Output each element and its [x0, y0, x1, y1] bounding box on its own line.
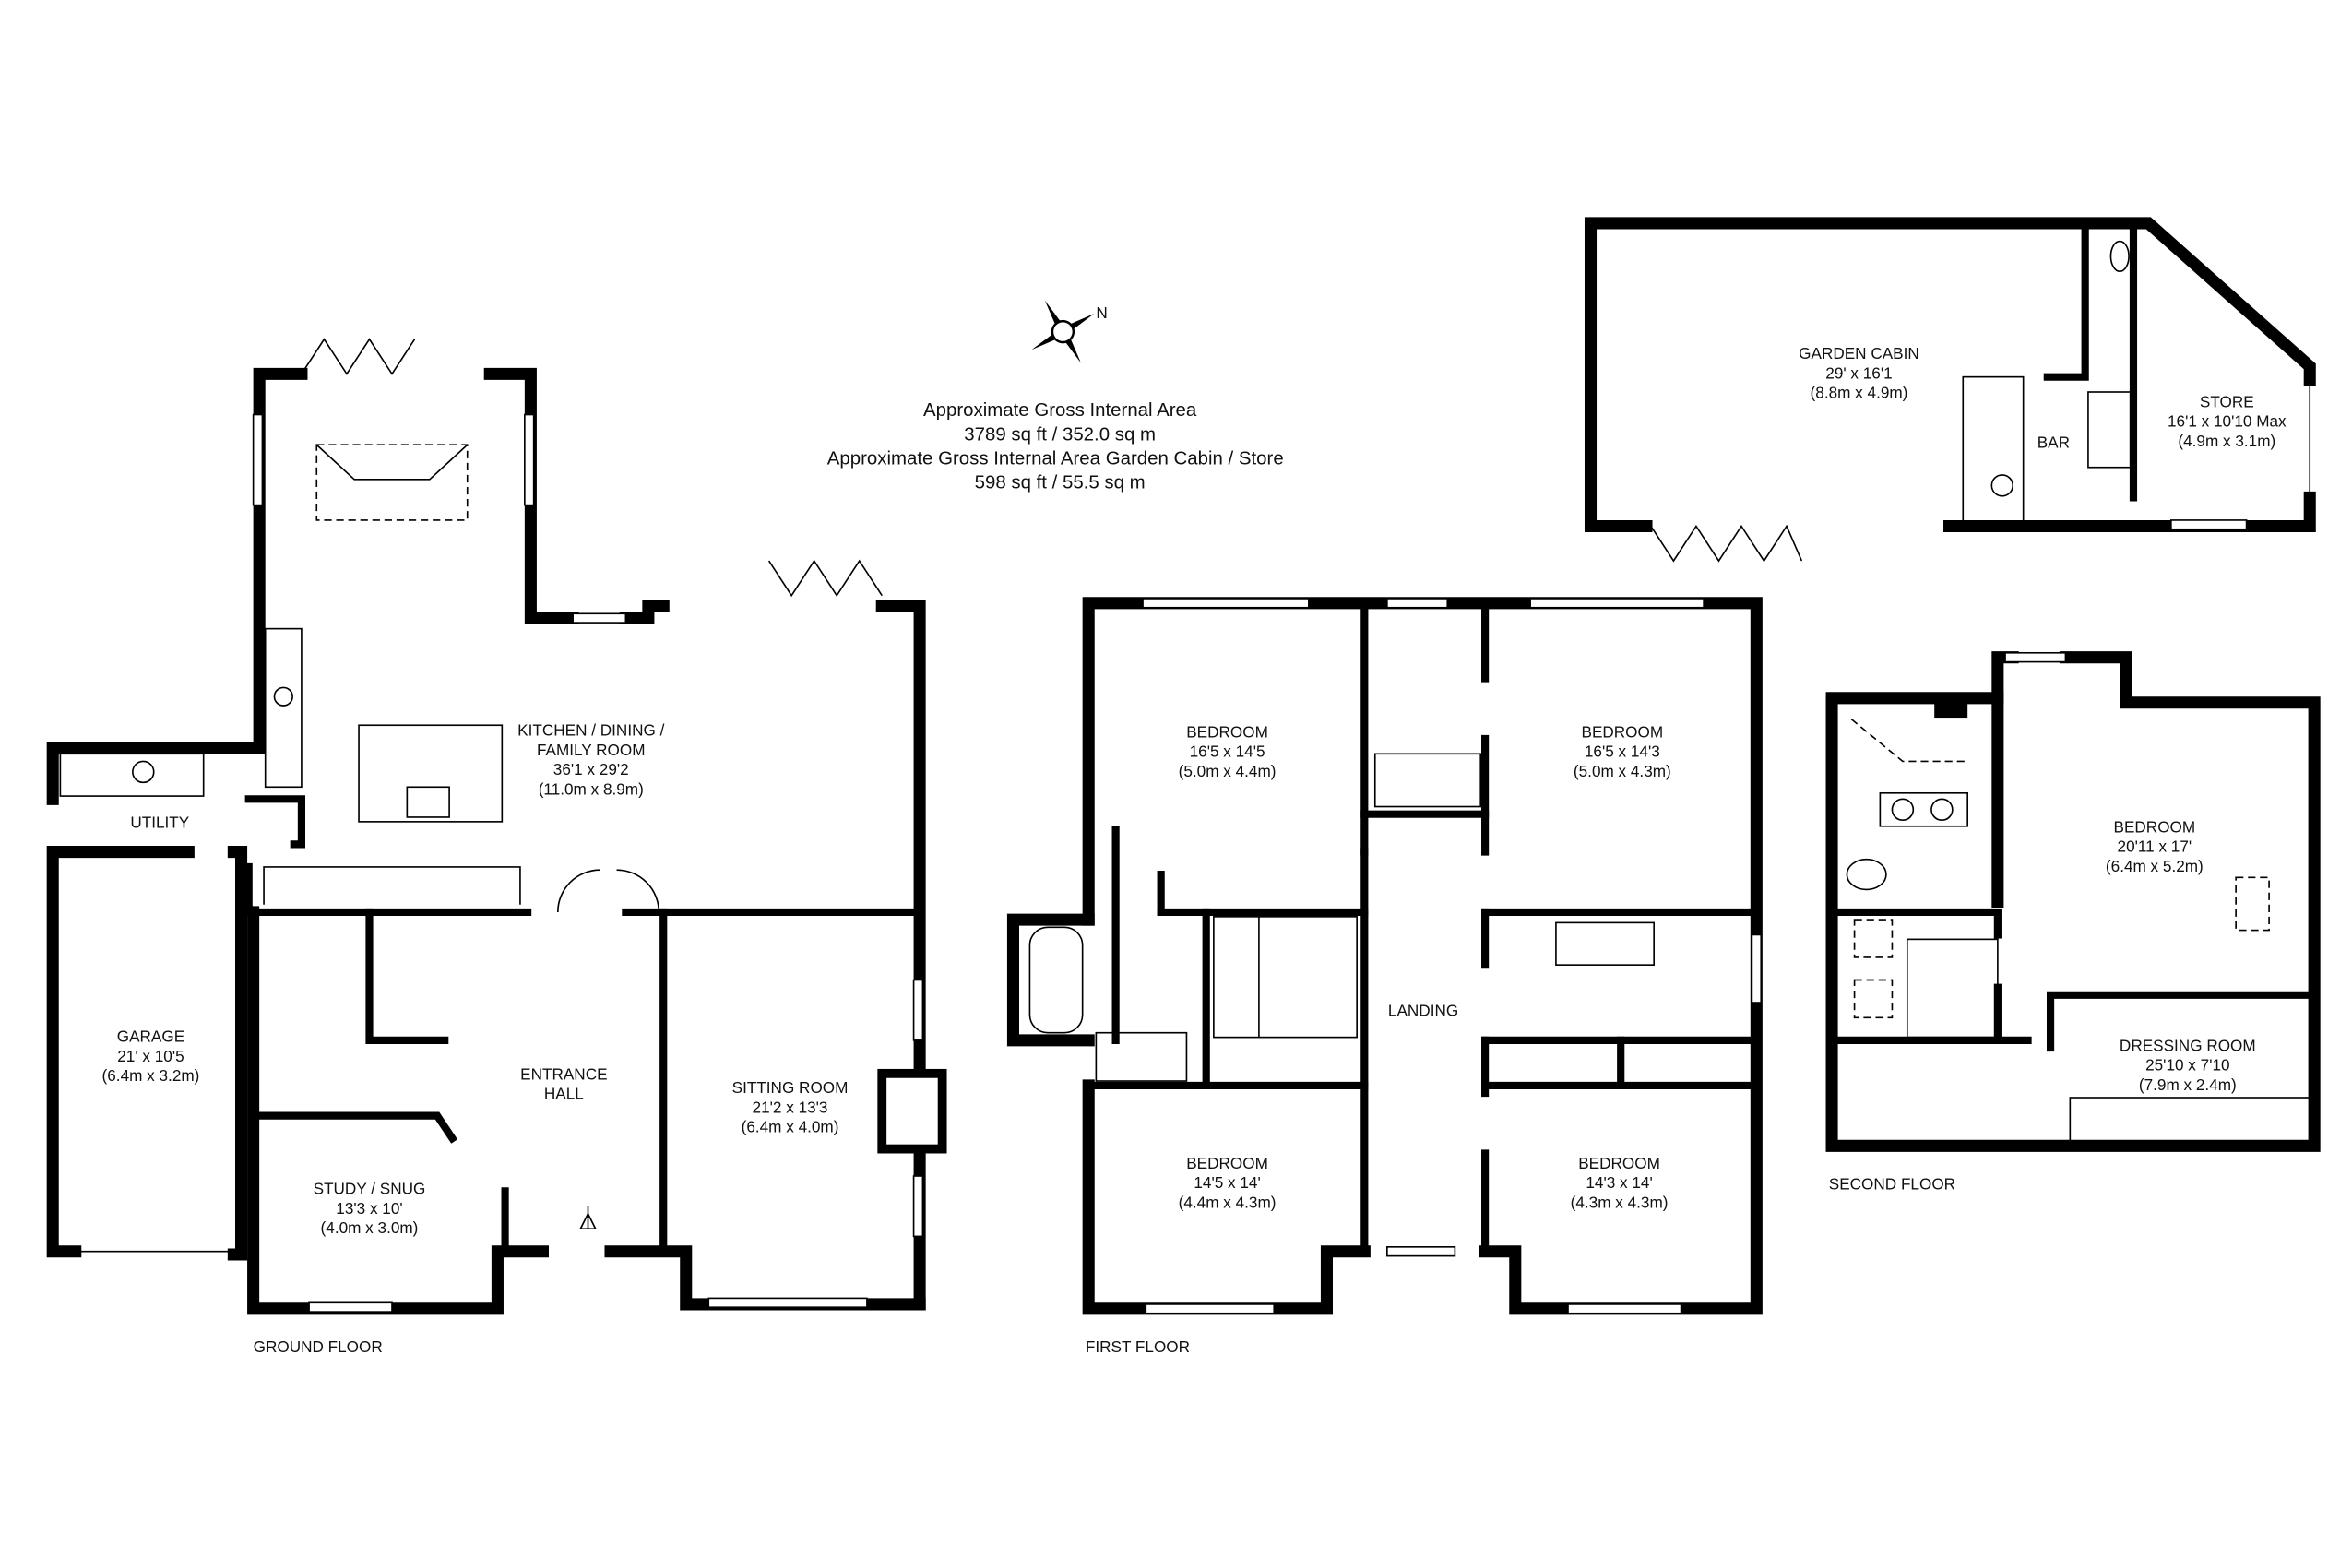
- room-name: DRESSING ROOM: [2120, 1036, 2256, 1054]
- second-floor-plan: [1825, 651, 2321, 1152]
- room-garage: GARAGE 21' x 10'5 (6.4m x 3.2m): [102, 1028, 200, 1086]
- room-name: FAMILY ROOM: [537, 741, 646, 759]
- room-name: BEDROOM: [2114, 817, 2196, 836]
- room-name: STUDY / SNUG: [314, 1180, 426, 1198]
- room-bedroom-3: BEDROOM 14'5 x 14' (4.4m x 4.3m): [1179, 1154, 1277, 1212]
- room-size-metric: (5.0m x 4.4m): [1179, 762, 1277, 780]
- ground-floor-caption: GROUND FLOOR: [254, 1337, 383, 1356]
- room-name: HALL: [544, 1085, 584, 1103]
- room-name: BEDROOM: [1186, 1154, 1268, 1172]
- room-dressing: DRESSING ROOM 25'10 x 7'10 (7.9m x 2.4m): [2120, 1036, 2256, 1094]
- room-second-bedroom: BEDROOM 20'11 x 17' (6.4m x 5.2m): [2106, 817, 2204, 875]
- room-store: STORE 16'1 x 10'10 Max (4.9m x 3.1m): [2168, 392, 2287, 449]
- first-floor-plan: [1006, 597, 1763, 1315]
- room-name: BEDROOM: [1578, 1154, 1660, 1172]
- area-line-4: 598 sq ft / 55.5 sq m: [975, 473, 1146, 493]
- first-floor-caption: FIRST FLOOR: [1086, 1337, 1190, 1356]
- ground-floor-plan: [46, 338, 947, 1315]
- room-name: KITCHEN / DINING /: [517, 721, 664, 740]
- room-size-imperial: 21' x 10'5: [117, 1047, 184, 1065]
- room-size-imperial: 25'10 x 7'10: [2145, 1056, 2229, 1075]
- area-line-1: Approximate Gross Internal Area: [923, 400, 1197, 421]
- room-bedroom-2: BEDROOM 16'5 x 14'3 (5.0m x 4.3m): [1574, 722, 1671, 780]
- room-name: SITTING ROOM: [732, 1078, 849, 1097]
- room-size-metric: (5.0m x 4.3m): [1574, 762, 1671, 780]
- room-size-imperial: 16'1 x 10'10 Max: [2168, 412, 2287, 431]
- room-entrance-hall: ENTRANCE HALL: [520, 1064, 607, 1102]
- room-size-imperial: 14'3 x 14': [1586, 1173, 1652, 1192]
- room-sitting: SITTING ROOM 21'2 x 13'3 (6.4m x 4.0m): [732, 1078, 849, 1136]
- second-floor-caption: SECOND FLOOR: [1829, 1175, 1955, 1194]
- room-size-metric: (6.4m x 4.0m): [742, 1118, 839, 1136]
- room-name: BEDROOM: [1582, 722, 1664, 741]
- compass-north-label: N: [1096, 303, 1107, 322]
- room-size-metric: (4.4m x 4.3m): [1179, 1193, 1277, 1211]
- room-garden-cabin: GARDEN CABIN 29' x 16'1 (8.8m x 4.9m): [1799, 344, 1919, 402]
- area-summary: Approximate Gross Internal Area 3789 sq …: [827, 400, 1284, 493]
- room-utility: UTILITY: [130, 813, 189, 831]
- room-study: STUDY / SNUG 13'3 x 10' (4.0m x 3.0m): [314, 1180, 426, 1237]
- room-landing: LANDING: [1388, 1002, 1458, 1020]
- room-size-imperial: 16'5 x 14'5: [1190, 742, 1265, 761]
- room-name: ENTRANCE: [520, 1064, 607, 1083]
- room-bedroom-4: BEDROOM 14'3 x 14' (4.3m x 4.3m): [1571, 1154, 1669, 1212]
- room-size-imperial: 21'2 x 13'3: [753, 1098, 828, 1116]
- room-size-metric: (4.3m x 4.3m): [1571, 1193, 1669, 1211]
- room-size-imperial: 36'1 x 29'2: [553, 760, 629, 778]
- room-name: GARDEN CABIN: [1799, 344, 1919, 362]
- room-size-imperial: 13'3 x 10': [336, 1199, 402, 1218]
- room-size-metric: (7.9m x 2.4m): [2139, 1075, 2237, 1094]
- room-bar: BAR: [2037, 433, 2070, 451]
- room-size-imperial: 14'5 x 14': [1194, 1173, 1260, 1192]
- room-kitchen: KITCHEN / DINING / FAMILY ROOM 36'1 x 29…: [517, 721, 664, 799]
- room-name: BEDROOM: [1186, 722, 1268, 741]
- room-bedroom-1: BEDROOM 16'5 x 14'5 (5.0m x 4.4m): [1179, 722, 1277, 780]
- room-name: GARAGE: [117, 1028, 184, 1046]
- area-line-3: Approximate Gross Internal Area Garden C…: [827, 448, 1284, 469]
- room-size-imperial: 16'5 x 14'3: [1585, 742, 1660, 761]
- room-size-metric: (8.8m x 4.9m): [1811, 384, 1908, 402]
- room-name: STORE: [2200, 392, 2254, 410]
- room-size-metric: (11.0m x 8.9m): [539, 779, 644, 798]
- room-size-metric: (6.4m x 3.2m): [102, 1066, 200, 1085]
- room-size-metric: (6.4m x 5.2m): [2106, 857, 2204, 875]
- compass-icon: [1031, 300, 1095, 363]
- garden-cabin-plan: [1584, 217, 2316, 563]
- room-size-imperial: 20'11 x 17': [2118, 837, 2192, 856]
- room-size-metric: (4.9m x 3.1m): [2178, 432, 2275, 450]
- room-size-metric: (4.0m x 3.0m): [321, 1218, 419, 1237]
- room-size-imperial: 29' x 16'1: [1825, 363, 1892, 382]
- area-line-2: 3789 sq ft / 352.0 sq m: [964, 424, 1156, 445]
